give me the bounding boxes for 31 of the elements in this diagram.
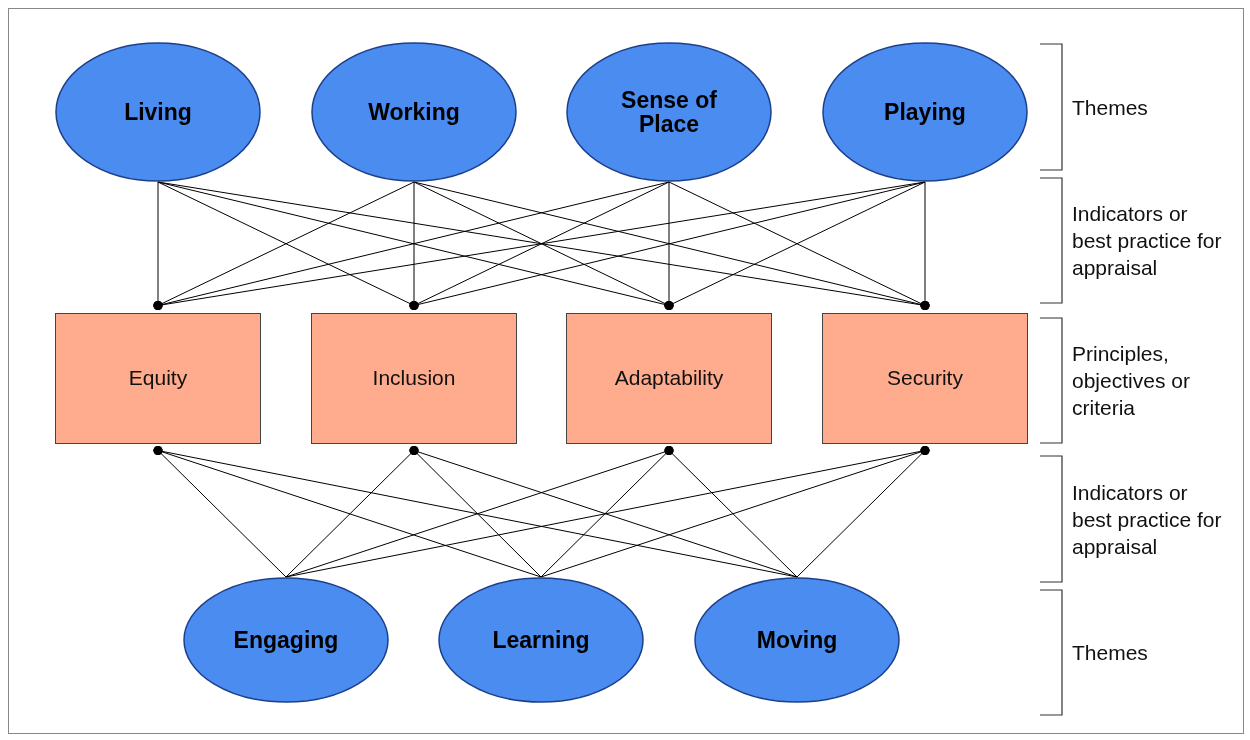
level-label: Indicators or best practice for appraisal: [1072, 479, 1223, 560]
node-label: Learning: [491, 628, 591, 652]
theme-ellipse: [183, 577, 389, 703]
node-label: Sense of Place: [620, 88, 718, 136]
node-label: Working: [367, 100, 461, 124]
node-label: Moving: [755, 628, 839, 652]
level-label: Principles, objectives or criteria: [1072, 341, 1191, 421]
theme-ellipse: [311, 42, 517, 182]
level-label: Indicators or best practice for appraisal: [1072, 201, 1223, 281]
level-label: Themes: [1072, 640, 1149, 666]
node-label: Equity: [128, 366, 188, 390]
theme-ellipse: [694, 577, 900, 703]
node-label: Adaptability: [614, 366, 724, 390]
theme-ellipse: [55, 42, 261, 182]
theme-ellipse: [438, 577, 644, 703]
principle-box: [822, 312, 1028, 444]
theme-ellipse: [566, 42, 772, 182]
principle-box: [311, 312, 517, 444]
node-label: Living: [123, 100, 193, 124]
node-label: Inclusion: [372, 366, 456, 390]
principle-box: [566, 312, 772, 444]
theme-ellipse: [822, 42, 1028, 182]
connector-line: [409, 446, 798, 578]
node-label: Engaging: [232, 628, 340, 652]
node-label: Security: [887, 366, 963, 390]
connector-line: [920, 181, 930, 310]
node-label: Playing: [883, 100, 967, 124]
principle-box: [55, 312, 261, 444]
connector-line: [796, 446, 930, 578]
connector-line: [664, 446, 798, 578]
level-label: Themes: [1072, 94, 1149, 121]
